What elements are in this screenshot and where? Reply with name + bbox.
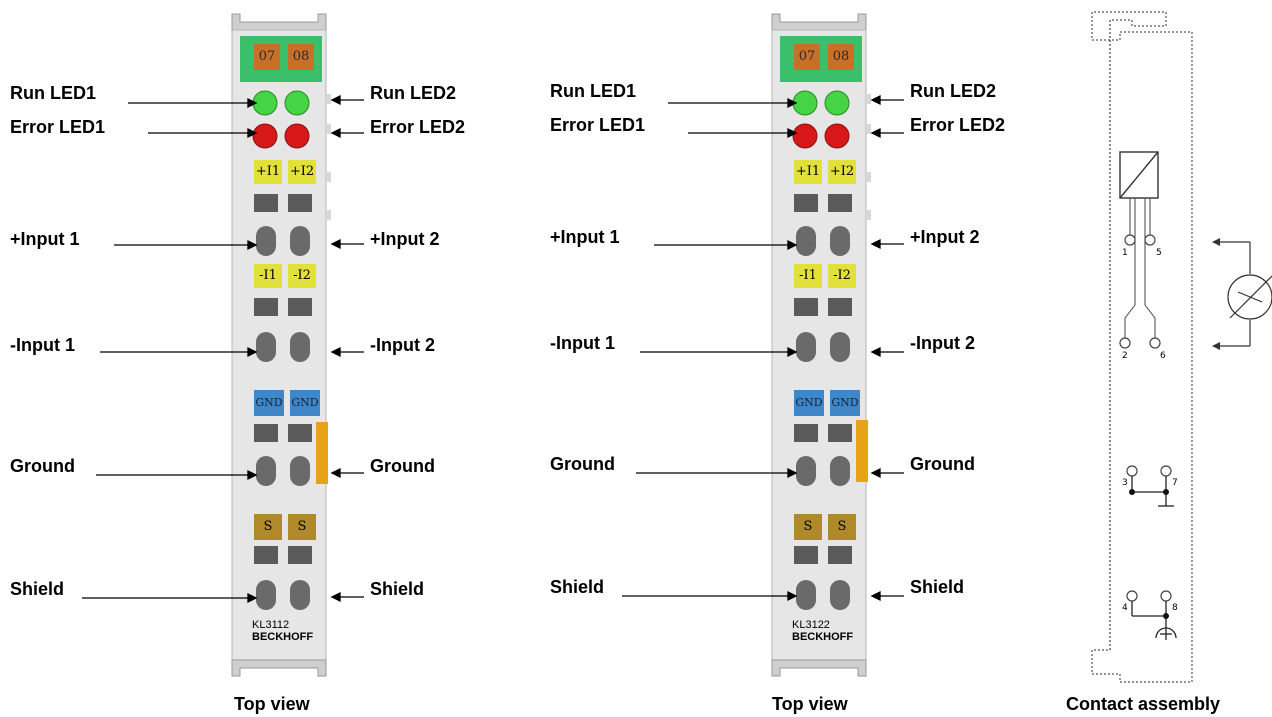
pos-input-chip-2: +I2: [829, 164, 855, 179]
gnd-chip-1: GND: [255, 396, 283, 409]
label-error-led1: Error LED1: [10, 117, 106, 137]
pin-number-2: 2: [1122, 351, 1128, 361]
label-pos-input1: +Input 1: [10, 229, 80, 249]
label-run-led1: Run LED1: [550, 81, 637, 101]
shield-chip-1: S: [263, 519, 273, 534]
label-ground-left: Ground: [10, 456, 75, 476]
contact-assembly-schematic: [1091, 11, 1272, 683]
label-pos-input1: +Input 1: [550, 227, 620, 247]
pos-input-chip-1: +I1: [795, 164, 821, 179]
neg-input-chip-2: -I2: [293, 268, 311, 283]
caption-top-view: Top view: [772, 694, 848, 714]
channel-chip-08: 08: [292, 49, 310, 64]
label-run-led2: Run LED2: [370, 83, 457, 103]
gnd-chip-1: GND: [795, 396, 823, 409]
label-error-led1: Error LED1: [550, 115, 646, 135]
label-neg-input1: -Input 1: [10, 335, 75, 355]
pin-number-7: 7: [1172, 478, 1178, 488]
brand-logo: BECKHOFF: [252, 631, 314, 643]
channel-chip-07: 07: [798, 49, 816, 64]
pin-number-3: 3: [1122, 478, 1128, 488]
gnd-chip-2: GND: [831, 396, 859, 409]
model-number: KL3112: [252, 619, 290, 631]
pin-number-5: 5: [1156, 248, 1162, 258]
label-ground-left: Ground: [550, 454, 615, 474]
label-error-led2: Error LED2: [910, 115, 1006, 135]
label-shield-left: Shield: [10, 579, 65, 599]
caption-top-view: Top view: [234, 694, 310, 714]
brand-logo: BECKHOFF: [792, 631, 854, 643]
shield-chip-2: S: [837, 519, 847, 534]
label-ground-right: Ground: [370, 456, 435, 476]
shield-chip-2: S: [297, 519, 307, 534]
channel-chip-07: 07: [258, 49, 276, 64]
terminal-kl3112: 07 08 +I1 +I2 -I1 -I2 GND GND S S KL3112…: [0, 0, 500, 717]
neg-input-chip-1: -I1: [799, 268, 817, 283]
caption-contact-assembly: Contact assembly: [1066, 694, 1221, 714]
shield-chip-1: S: [803, 519, 813, 534]
contact-assembly: 1 5 2 6 3 7 4 8 Contact assembly: [1066, 0, 1272, 717]
gnd-chip-2: GND: [291, 396, 319, 409]
label-shield-left: Shield: [550, 577, 605, 597]
pos-input-chip-1: +I1: [255, 164, 281, 179]
terminal-kl3122-drawing: [622, 13, 904, 677]
label-error-led2: Error LED2: [370, 117, 466, 137]
label-neg-input2: -Input 2: [370, 335, 435, 355]
terminal-kl3112-drawing: [82, 13, 364, 677]
neg-input-chip-1: -I1: [259, 268, 277, 283]
label-pos-input2: +Input 2: [910, 227, 980, 247]
label-neg-input1: -Input 1: [550, 333, 615, 353]
pin-number-8: 8: [1172, 603, 1178, 613]
model-number: KL3122: [792, 619, 830, 631]
terminal-kl3122: 07 08 +I1 +I2 -I1 -I2 GND GND S S KL3122…: [540, 0, 1040, 717]
pin-number-6: 6: [1160, 351, 1166, 361]
label-pos-input2: +Input 2: [370, 229, 440, 249]
channel-chip-08: 08: [832, 49, 850, 64]
label-neg-input2: -Input 2: [910, 333, 975, 353]
pos-input-chip-2: +I2: [289, 164, 315, 179]
label-shield-right: Shield: [370, 579, 425, 599]
label-shield-right: Shield: [910, 577, 965, 597]
neg-input-chip-2: -I2: [833, 268, 851, 283]
label-run-led1: Run LED1: [10, 83, 97, 103]
pin-number-4: 4: [1122, 603, 1128, 613]
label-ground-right: Ground: [910, 454, 975, 474]
pin-number-1: 1: [1122, 248, 1128, 258]
label-run-led2: Run LED2: [910, 81, 997, 101]
